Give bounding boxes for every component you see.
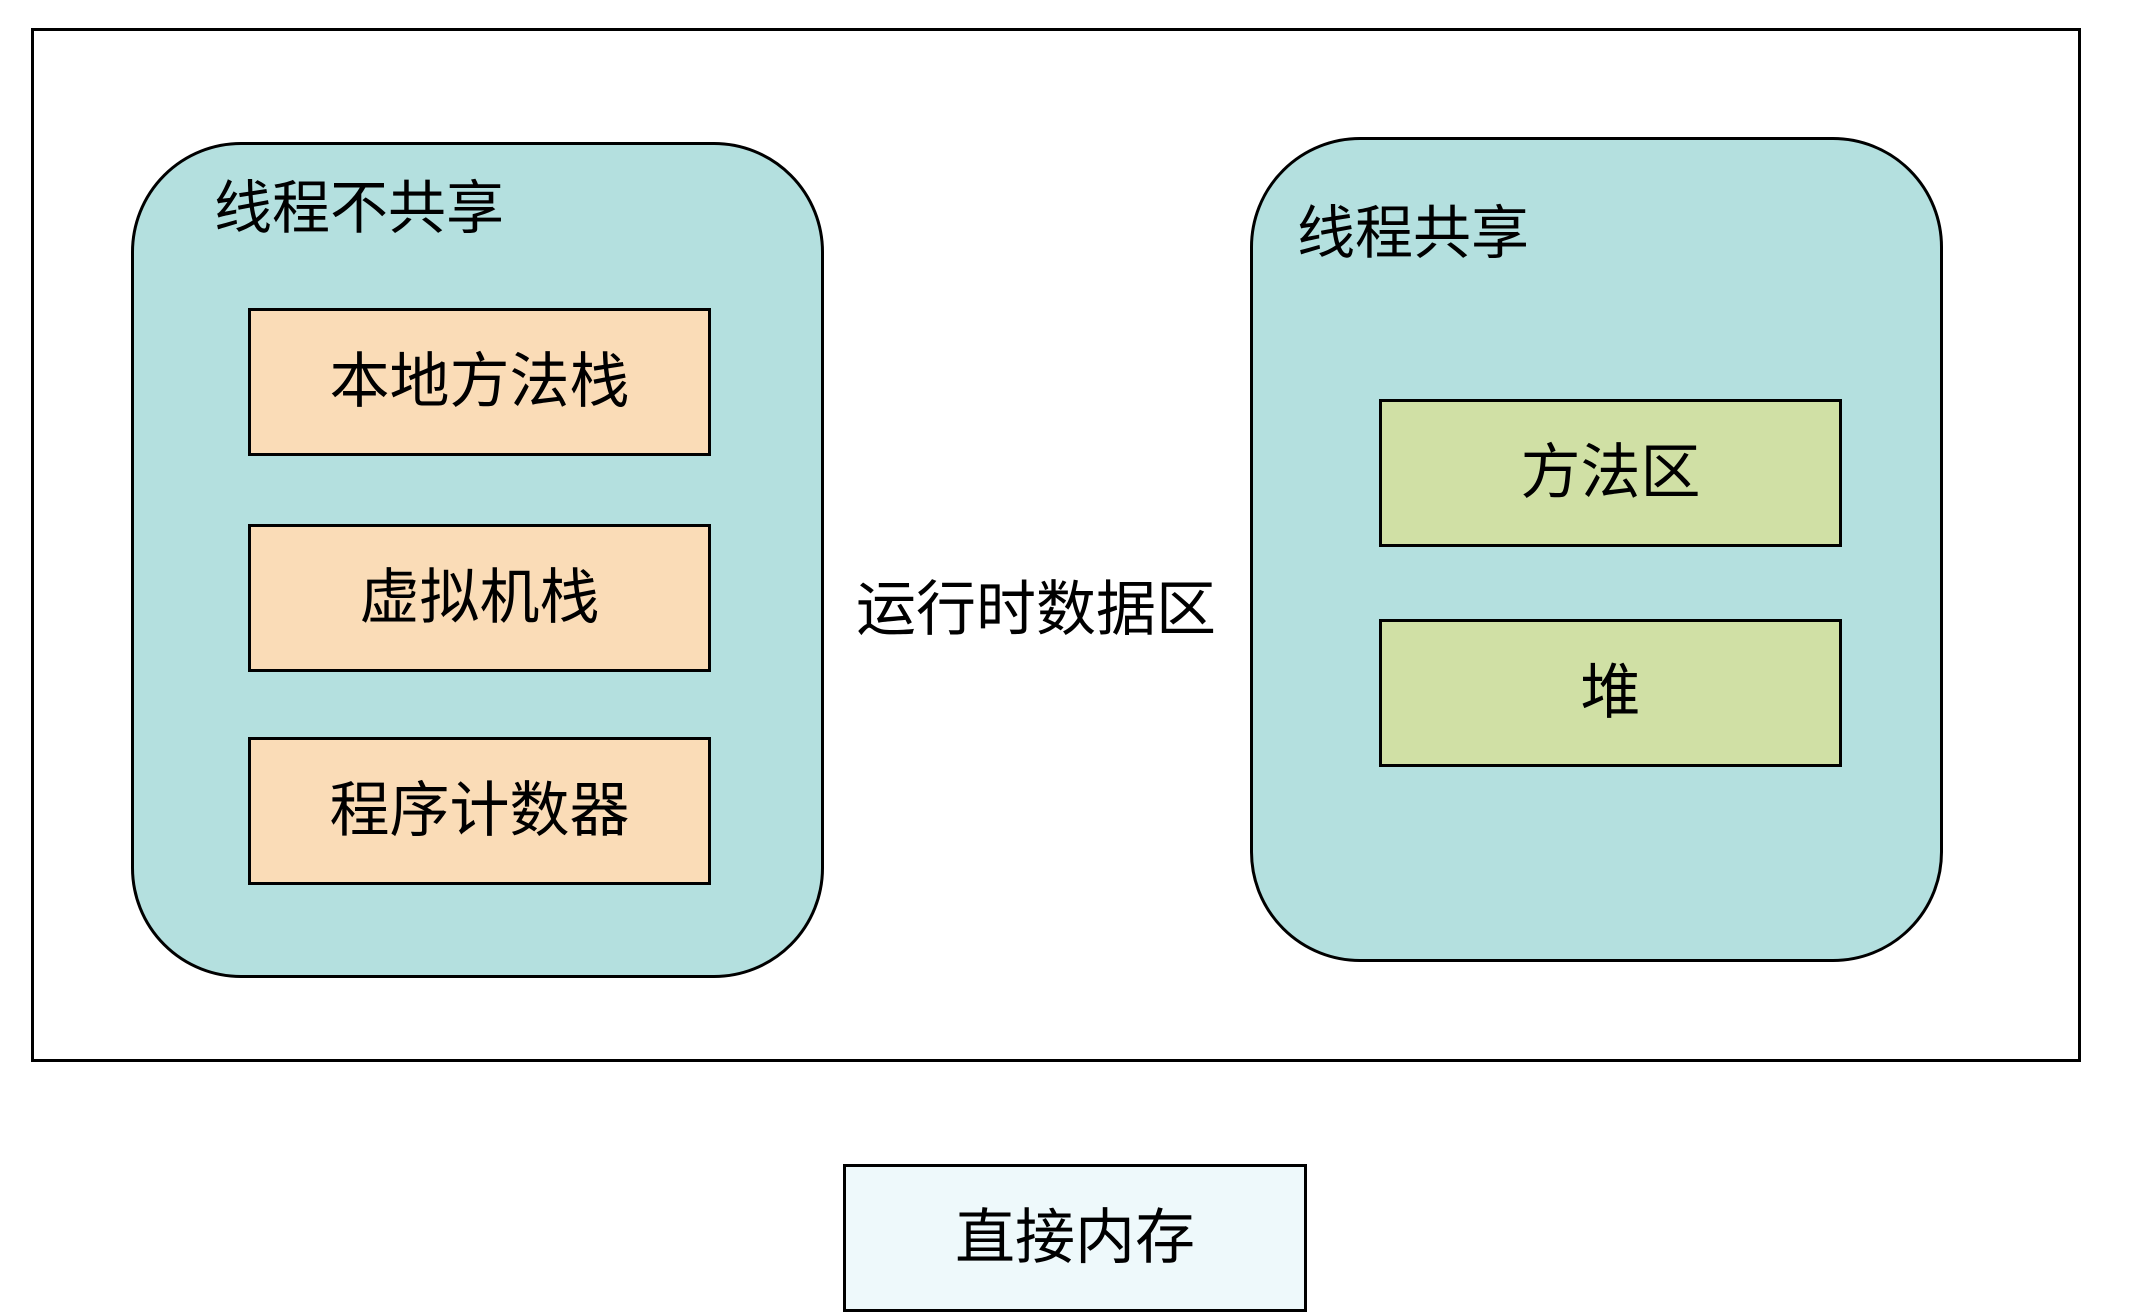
thread-shared-group: 线程共享 方法区 堆 (1250, 137, 1943, 962)
program-counter-box: 程序计数器 (248, 737, 711, 885)
thread-private-group: 线程不共享 本地方法栈 虚拟机栈 程序计数器 (131, 142, 824, 978)
native-method-stack-box: 本地方法栈 (248, 308, 711, 456)
method-area-box: 方法区 (1379, 399, 1842, 547)
vm-stack-box: 虚拟机栈 (248, 524, 711, 672)
thread-private-title: 线程不共享 (214, 174, 505, 242)
heap-box: 堆 (1379, 619, 1842, 767)
thread-shared-title: 线程共享 (1297, 199, 1530, 267)
direct-memory-box: 直接内存 (843, 1164, 1307, 1312)
runtime-data-area-label: 运行时数据区 (856, 575, 1216, 645)
